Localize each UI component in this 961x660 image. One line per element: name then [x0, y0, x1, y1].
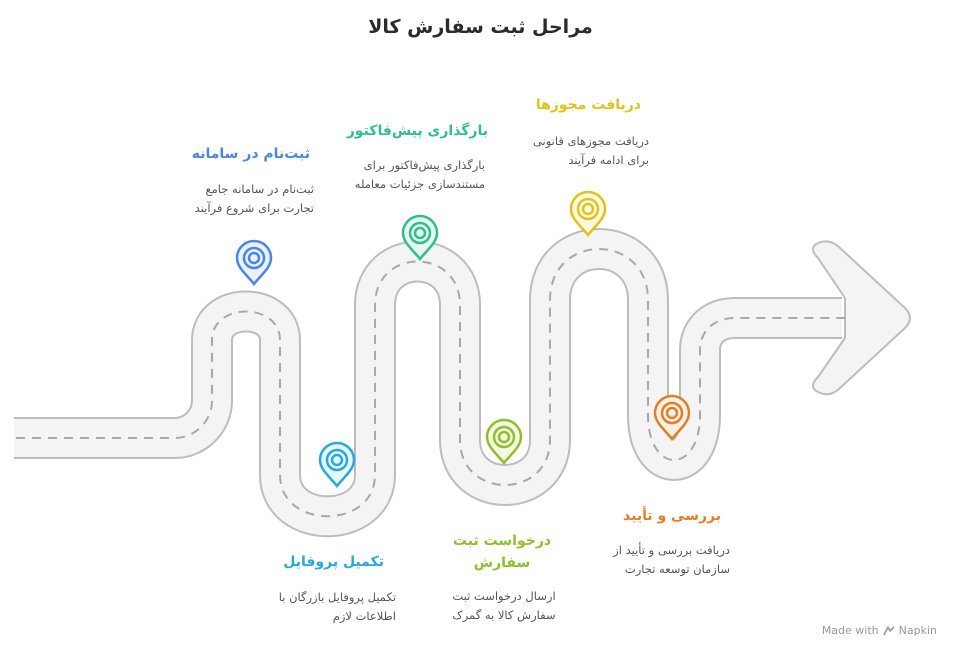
step-register-desc-line: تجارت برای شروع فرآیند: [194, 201, 314, 215]
step-permits-desc: دریافت مجوزهای قانونی برای ادامه فرآیند: [533, 132, 649, 170]
road-arrow-head: [812, 240, 911, 396]
page-title: مراحل ثبت سفارش کالا: [368, 16, 593, 38]
step-profile-title: تکمیل پروفایل: [283, 554, 384, 570]
made-with-badge[interactable]: Made with Napkin: [822, 624, 937, 637]
step-proforma-desc: بارگذاری پیش‌فاکتور برای مستندسازی جزئیا…: [355, 156, 485, 194]
pin-register: [235, 239, 273, 287]
step-register-desc-line: ثبت‌نام در سامانه جامع: [205, 182, 315, 196]
road-centerline: [16, 248, 848, 518]
badge-brand: Napkin: [898, 624, 937, 637]
step-review-desc-line: دریافت بررسی و تأیید از: [613, 543, 730, 557]
step-proforma-title: بارگذاری پیش‌فاکتور: [346, 123, 488, 139]
step-proforma-desc-line: مستندسازی جزئیات معامله: [354, 177, 485, 191]
step-review-desc-line: سازمان توسعه تجارت: [624, 562, 730, 576]
step-order-request-desc-line: سفارش کالا به گمرک: [452, 608, 556, 622]
step-profile-desc: تکمیل پروفایل بازرگان با اطلاعات لازم: [279, 588, 396, 626]
pin-proforma: [401, 214, 439, 262]
step-profile-desc-line: تکمیل پروفایل بازرگان با: [278, 590, 396, 604]
road-surface: [14, 230, 842, 536]
pin-permits: [569, 190, 607, 238]
step-profile-desc-line: اطلاعات لازم: [332, 609, 396, 623]
step-review-desc: دریافت بررسی و تأیید از سازمان توسعه تجا…: [613, 541, 730, 579]
pin-profile: [318, 441, 356, 489]
step-order-request-desc-line: ارسال درخواست ثبت: [452, 589, 556, 603]
pin-review: [653, 394, 691, 442]
step-register-title: ثبت‌نام در سامانه: [191, 146, 310, 162]
step-register-desc: ثبت‌نام در سامانه جامع تجارت برای شروع ف…: [195, 180, 314, 218]
step-order-request-title: درخواست ثبت سفارش: [452, 533, 552, 571]
step-permits-desc-line: دریافت مجوزهای قانونی: [532, 134, 649, 148]
step-permits-title: دریافت مجوزها: [535, 97, 641, 113]
step-proforma-desc-line: بارگذاری پیش‌فاکتور برای: [363, 158, 485, 172]
step-review-title: بررسی و تأیید: [623, 508, 721, 524]
napkin-logo-icon: [882, 625, 895, 635]
step-order-request-desc: ارسال درخواست ثبت سفارش کالا به گمرک: [444, 587, 564, 625]
step-permits-desc-line: برای ادامه فرآیند: [568, 153, 649, 167]
badge-text: Made with: [821, 624, 879, 637]
pin-order-request: [485, 418, 523, 466]
